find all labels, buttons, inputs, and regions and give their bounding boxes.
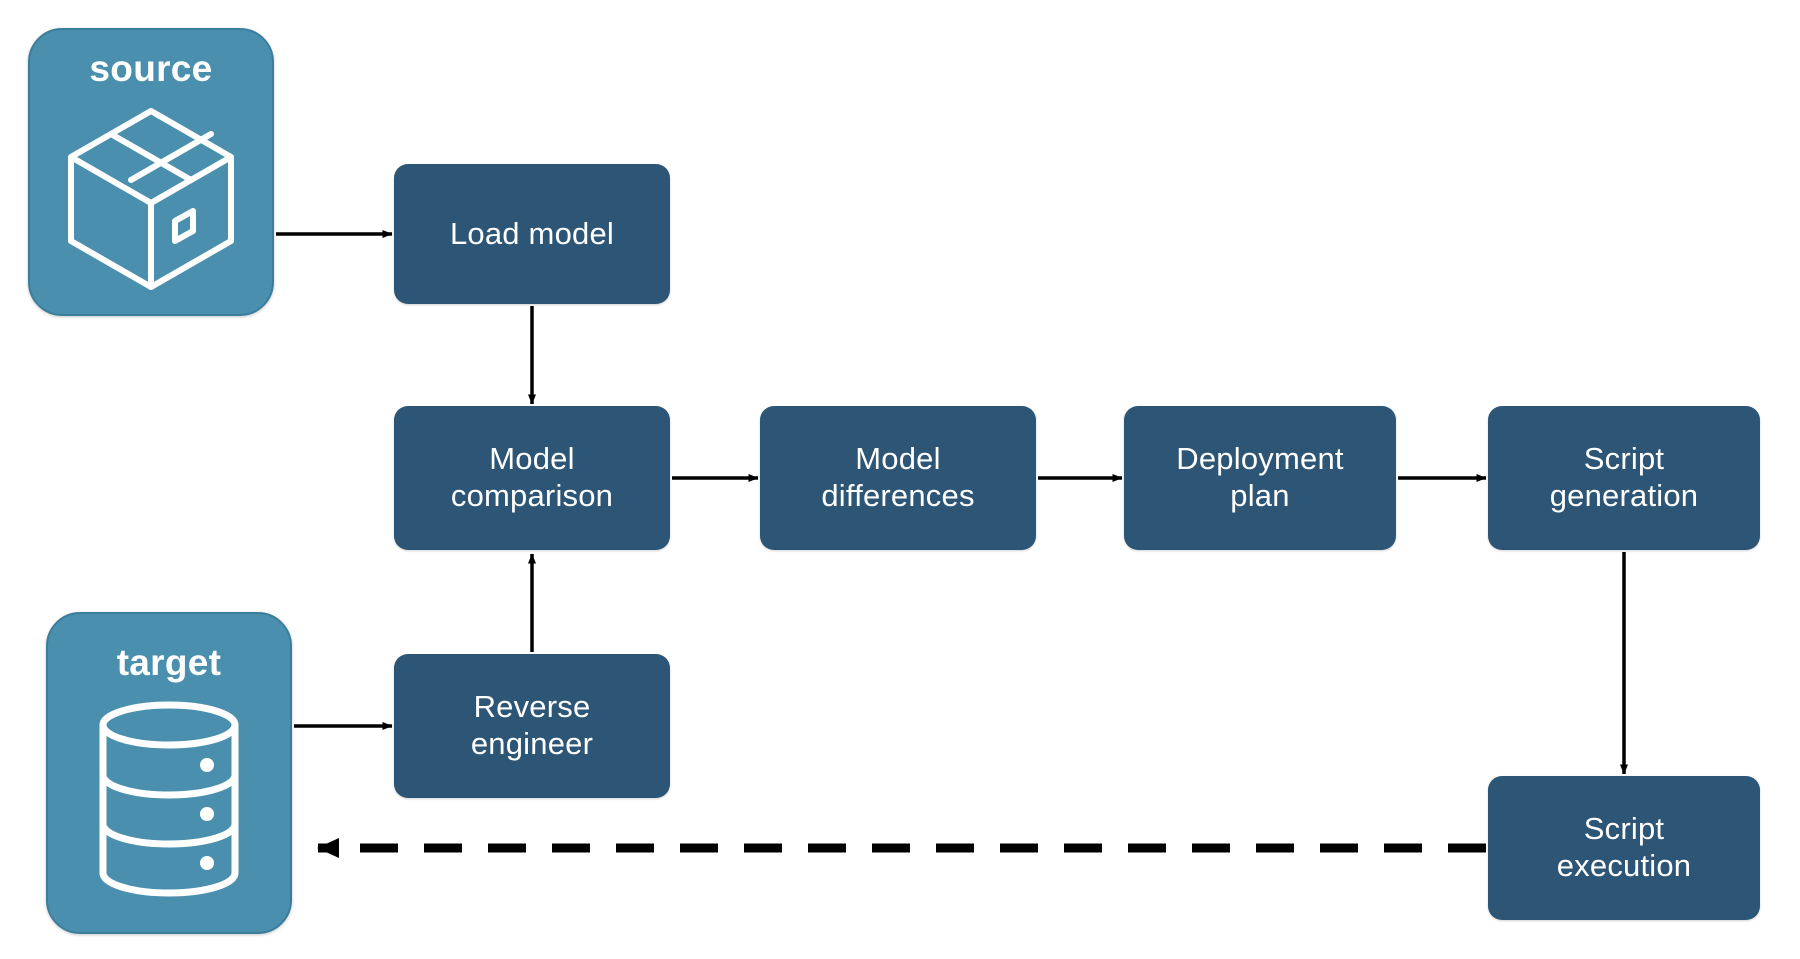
process-reverse-engineer[interactable]: Reverse engineer [394,654,670,798]
process-deployment-plan-label: Deployment plan [1176,441,1344,513]
process-load-model[interactable]: Load model [394,164,670,304]
endpoint-target[interactable]: target [46,612,292,934]
process-script-generation-label: Script generation [1549,441,1699,513]
process-model-differences-label: Model differences [821,441,975,513]
database-cylinder-icon [89,699,249,905]
process-model-comparison-label: Model comparison [450,441,614,513]
process-script-execution[interactable]: Script execution [1488,776,1760,920]
endpoint-source-label: source [89,48,213,90]
endpoint-target-label: target [116,642,222,684]
process-model-comparison[interactable]: Model comparison [394,406,670,550]
process-model-differences[interactable]: Model differences [760,406,1036,550]
process-script-generation[interactable]: Script generation [1488,406,1760,550]
package-box-icon [63,105,239,297]
process-script-execution-label: Script execution [1556,811,1692,883]
process-deployment-plan[interactable]: Deployment plan [1124,406,1396,550]
process-reverse-engineer-label: Reverse engineer [470,689,594,761]
endpoint-source[interactable]: source [28,28,274,316]
process-load-model-label: Load model [449,215,614,251]
